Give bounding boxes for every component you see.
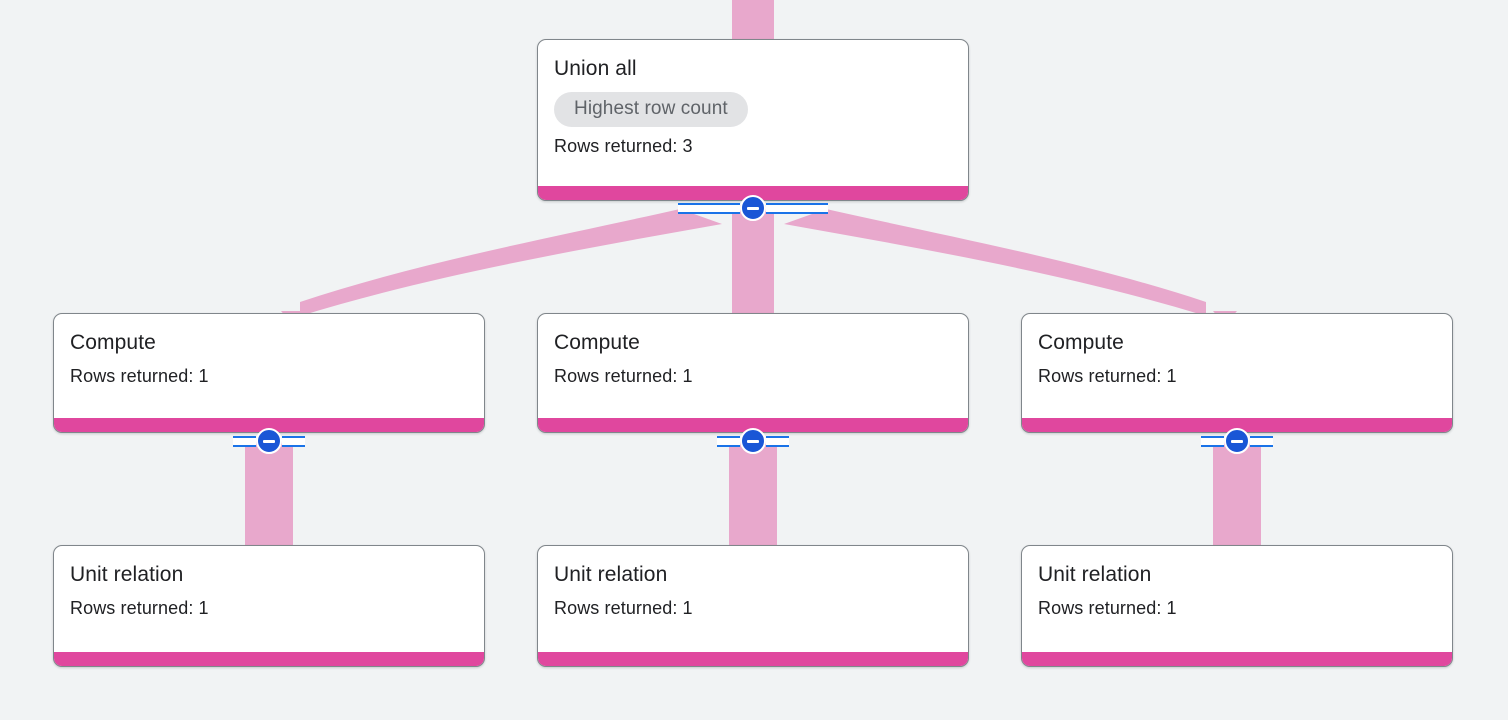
plan-node-accent-bar (54, 652, 484, 666)
plan-node-rows-returned: Rows returned: 1 (554, 598, 693, 618)
toggle-rail-left (233, 435, 256, 447)
plan-node-accent-bar (538, 186, 968, 200)
plan-node-title: Unit relation (1038, 563, 1152, 586)
plan-node-accent-bar (1022, 652, 1452, 666)
toggle-rail-right (282, 435, 305, 447)
edge-union-to-compute-middle (732, 205, 774, 317)
plan-node-title: Union all (554, 57, 637, 80)
plan-node-title: Unit relation (554, 563, 668, 586)
plan-node-accent-bar (538, 418, 968, 432)
plan-node-accent-bar (538, 652, 968, 666)
collapse-toggle-compute-right[interactable] (1201, 428, 1273, 454)
toggle-rail-right (766, 435, 789, 447)
plan-node-title: Unit relation (70, 563, 184, 586)
toggle-rail-left (1201, 435, 1224, 447)
plan-node-rows-returned: Rows returned: 1 (1038, 598, 1177, 618)
plan-node-rows-returned: Rows returned: 1 (1038, 366, 1177, 386)
toggle-rail-left (678, 202, 740, 214)
plan-node-rows-returned: Rows returned: 3 (554, 136, 693, 156)
minus-circle-icon[interactable] (740, 195, 766, 221)
collapse-toggle-union-all[interactable] (678, 195, 828, 221)
minus-circle-icon[interactable] (256, 428, 282, 454)
plan-node-rows-returned: Rows returned: 1 (554, 366, 693, 386)
plan-node-title: Compute (1038, 331, 1124, 354)
plan-node-title: Compute (554, 331, 640, 354)
plan-node-accent-bar (54, 418, 484, 432)
plan-node-title: Compute (70, 331, 156, 354)
edge-compute-left-to-unit-left (245, 441, 293, 549)
toggle-rail-left (717, 435, 740, 447)
collapse-toggle-compute-middle[interactable] (717, 428, 789, 454)
plan-node-badge: Highest row count (554, 92, 748, 127)
minus-circle-icon[interactable] (740, 428, 766, 454)
edge-union-to-compute-left (300, 209, 722, 316)
plan-node-accent-bar (1022, 418, 1452, 432)
edge-union-to-compute-right (784, 209, 1206, 316)
edge-into-union-all (732, 0, 774, 43)
collapse-toggle-compute-left[interactable] (233, 428, 305, 454)
edge-compute-right-to-unit-right (1213, 441, 1261, 549)
plan-node-rows-returned: Rows returned: 1 (70, 598, 209, 618)
toggle-rail-right (766, 202, 828, 214)
toggle-rail-right (1250, 435, 1273, 447)
plan-node-rows-returned: Rows returned: 1 (70, 366, 209, 386)
edge-compute-middle-to-unit-middle (729, 441, 777, 549)
minus-circle-icon[interactable] (1224, 428, 1250, 454)
